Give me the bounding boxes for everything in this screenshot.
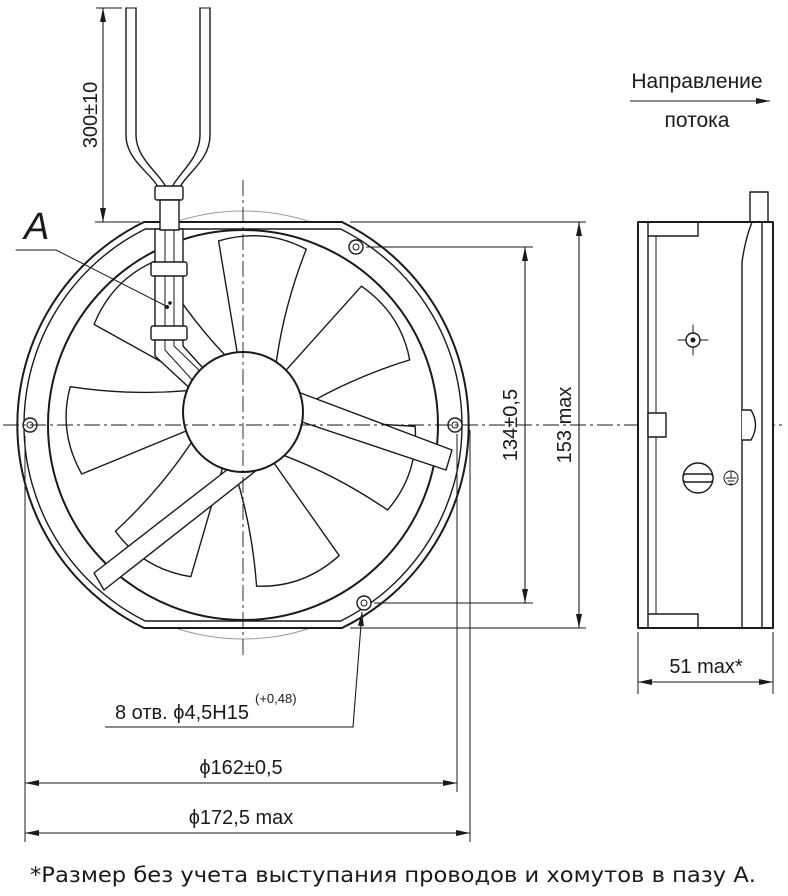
fan-blade [285, 285, 411, 408]
side-view-lead-wire-tube [749, 191, 769, 223]
side-view-bottom-step [647, 613, 699, 629]
fan-blade [233, 462, 340, 587]
side-view [637, 191, 774, 694]
outer-diameter-label: ϕ172,5 max [189, 807, 294, 829]
detail-a-leader [15, 249, 167, 307]
flow-direction-label-line1: Направление [631, 70, 762, 93]
flow-direction-label-line2: потока [665, 109, 730, 132]
ground-symbol-icon [723, 470, 739, 486]
hole-spacing-label: 134±0,5 [500, 389, 522, 461]
wire-tube [159, 199, 180, 231]
grounding-screw [682, 462, 714, 494]
footnote: *Размер без учета выступания проводов и … [30, 863, 756, 887]
wire-clamp [150, 261, 188, 277]
detail-a-label: A [22, 206, 49, 248]
lead-wire-right [171, 7, 201, 188]
impeller-blades [65, 234, 417, 587]
sweep-circle-arc-bottom [175, 627, 311, 640]
lead-wire-left [125, 7, 159, 188]
fan-blade [65, 385, 188, 475]
fan-frame-inner-outline [23, 228, 463, 622]
side-view-hole-mark [677, 324, 709, 356]
side-view-notch-left [647, 412, 667, 438]
frame-height-label: 153 max [554, 387, 576, 464]
lead-wire-right [179, 7, 211, 188]
detail-a-leader-dot [165, 305, 169, 309]
mounting-hole [348, 239, 364, 255]
side-view-notch-right [741, 409, 757, 441]
mounting-hole [356, 595, 372, 611]
wire-clamp [150, 325, 188, 341]
side-view-outlet-wall [741, 221, 753, 629]
side-view-top-step [647, 221, 699, 237]
clamp-marker-dot [168, 301, 172, 305]
wire-junction-sleeve [154, 185, 184, 201]
mounting-hole-leader [105, 611, 364, 728]
mounting-holes-tolerance: (+0,48) [255, 691, 297, 706]
lead-wire-left [135, 7, 167, 188]
mounting-holes-label: 8 отв. ϕ4,5H15 [115, 702, 249, 724]
hole-circle-diameter-label: ϕ162±0,5 [199, 757, 282, 779]
frame-depth-label: 51 max* [669, 656, 743, 678]
dimensions [15, 7, 586, 842]
fan-blade [217, 234, 307, 363]
wire-length-label: 300±10 [80, 82, 102, 149]
